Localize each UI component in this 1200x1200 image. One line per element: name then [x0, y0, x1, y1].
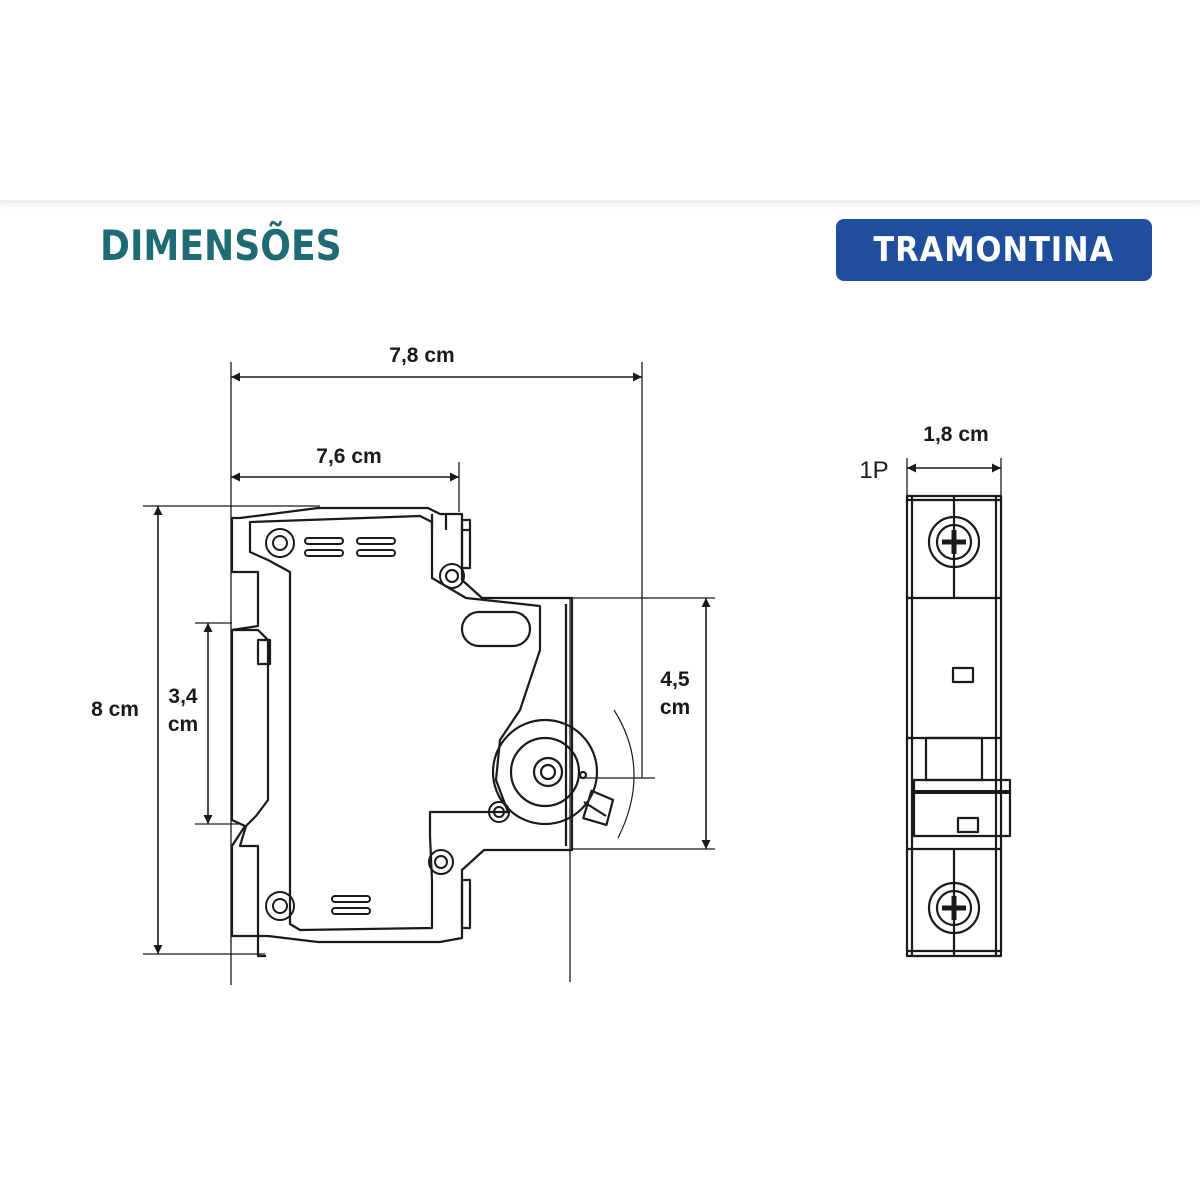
body-depth-label: 7,6 cm — [316, 445, 381, 468]
brand-logo: TRAMONTINA — [836, 219, 1152, 281]
toggle-mechanism — [491, 718, 615, 827]
page-title: DIMENSÕES — [100, 221, 342, 270]
front-screw-top — [927, 515, 981, 569]
vent-slots — [304, 537, 396, 915]
window-slot — [460, 610, 532, 648]
front-height-value: 4,5 — [660, 668, 690, 691]
front-body — [905, 494, 1012, 958]
screw-top — [265, 528, 295, 558]
brand-name: TRAMONTINA — [873, 230, 1115, 270]
header-band — [0, 0, 1200, 203]
breaker-body — [230, 506, 574, 958]
side-view — [143, 362, 715, 985]
toggle-swing-arc — [613, 709, 635, 839]
poles-label: 1P — [859, 457, 888, 484]
rivet-lever — [488, 801, 510, 823]
rail-height-value: 3,4 — [168, 685, 198, 708]
dimension-arrows — [153, 372, 711, 954]
rivet-bottom — [428, 849, 454, 875]
front-height-unit: cm — [660, 696, 690, 719]
front-screw-bottom — [927, 881, 981, 935]
overall-depth-label: 7,8 cm — [389, 344, 454, 367]
height-label: 8 cm — [91, 698, 139, 721]
screw-bottom — [265, 891, 295, 921]
width-label: 1,8 cm — [923, 423, 988, 446]
front-view — [905, 458, 1012, 958]
rivet-top — [439, 563, 465, 589]
rail-height-unit: cm — [168, 713, 198, 736]
witness-lines — [143, 362, 715, 985]
